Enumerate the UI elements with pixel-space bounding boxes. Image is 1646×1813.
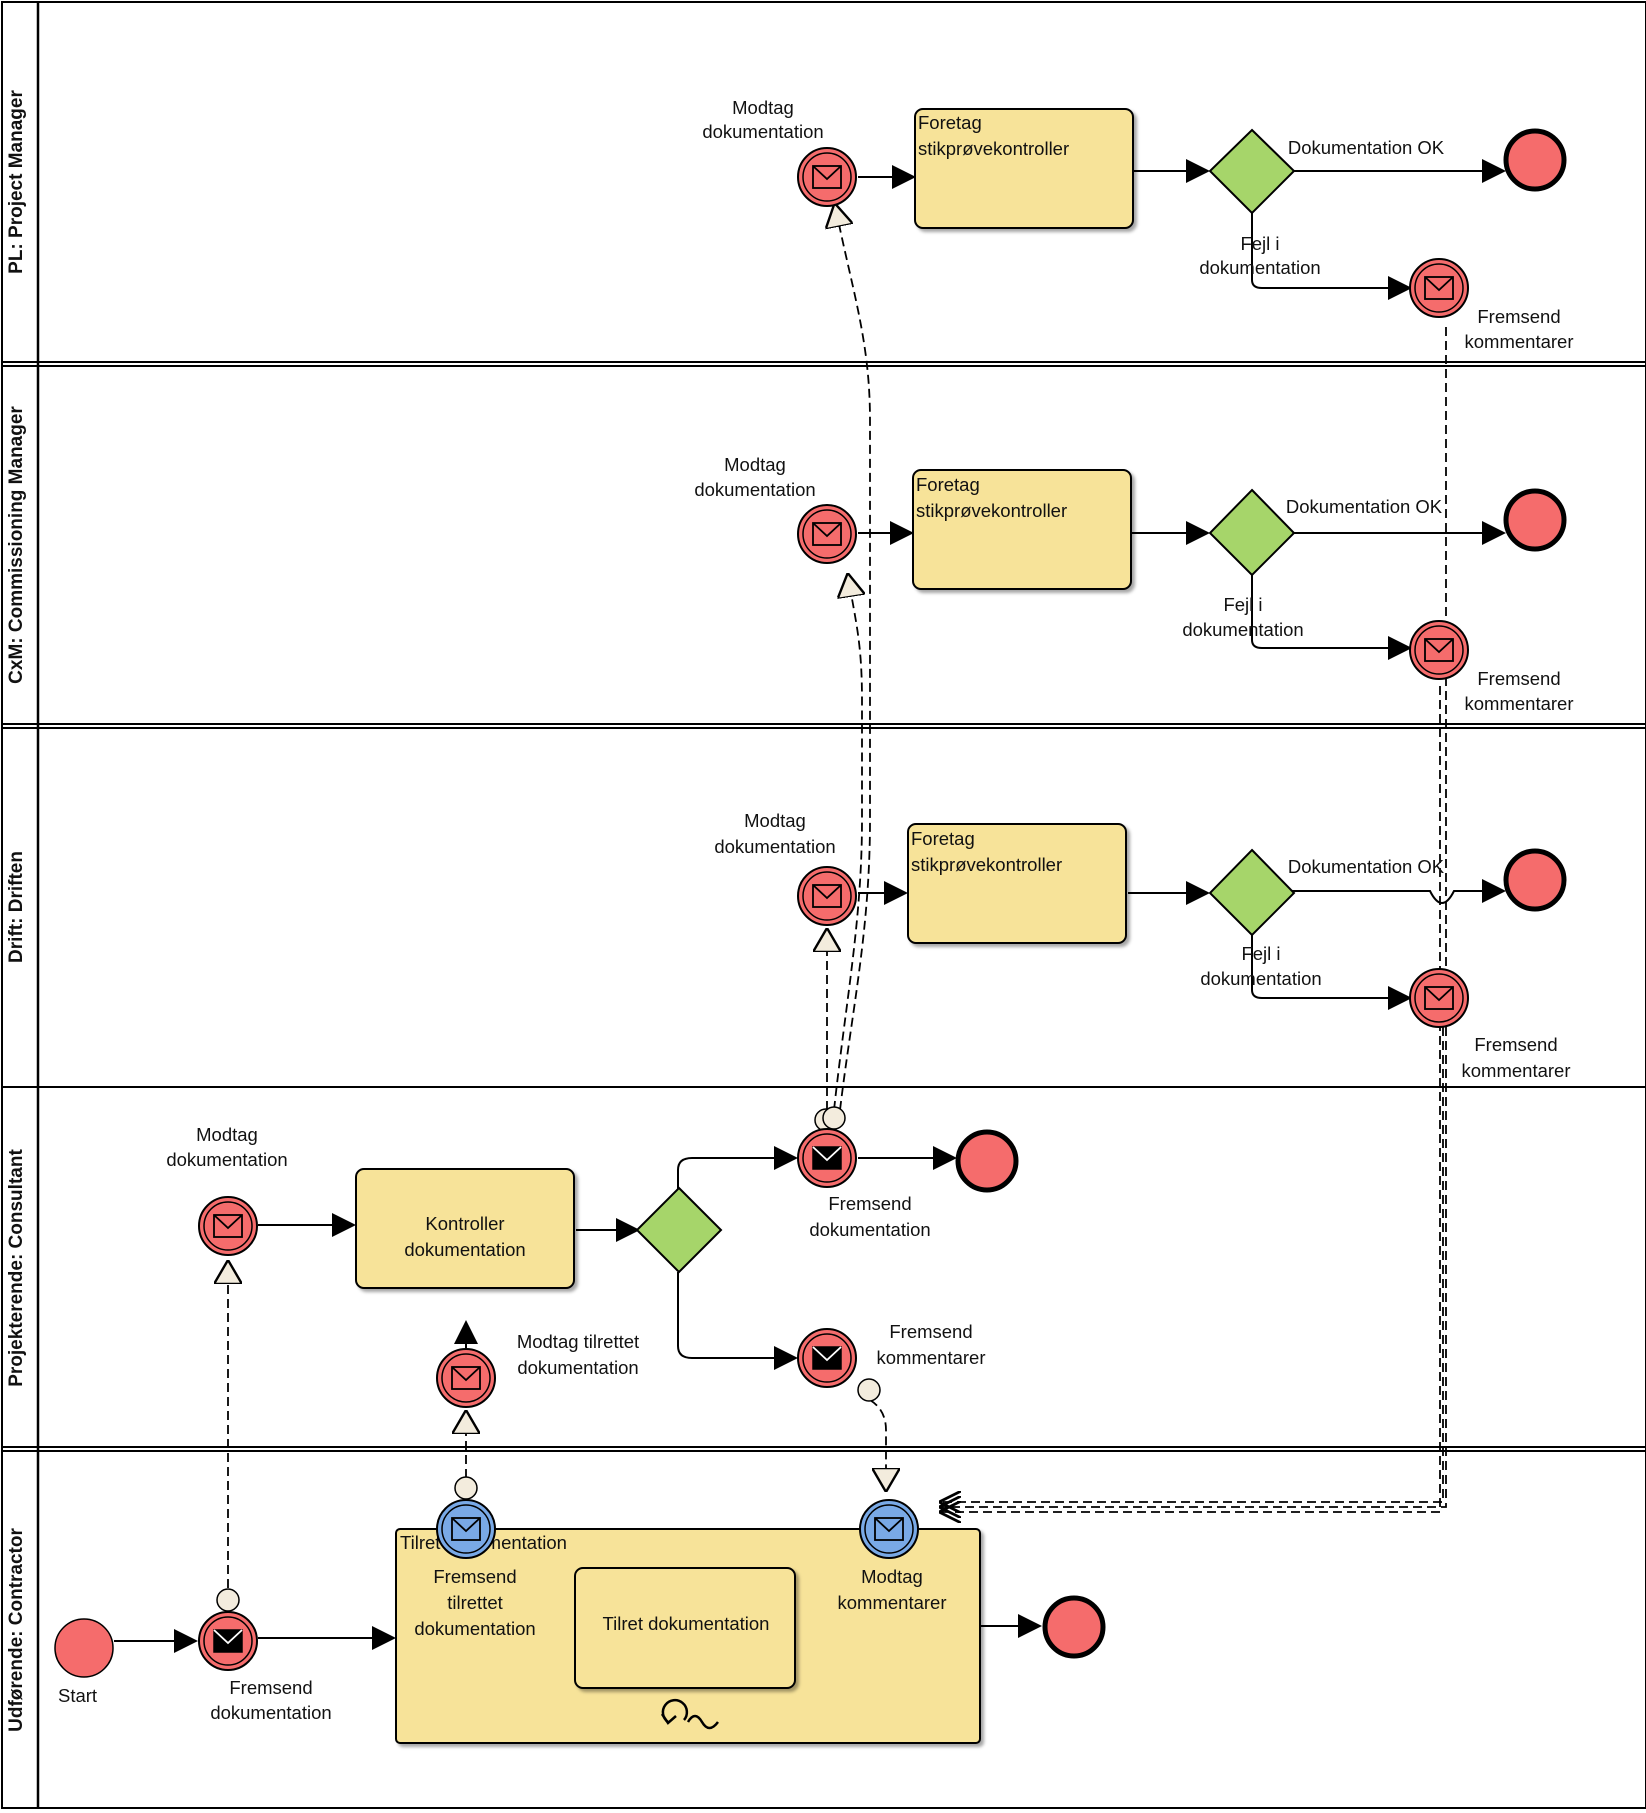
consultant-receive-label-1: Modtag xyxy=(196,1124,258,1145)
consultant-receive-adjusted-label-2: dokumentation xyxy=(517,1357,638,1378)
cxm-send-label-2: kommentarer xyxy=(1465,693,1574,714)
consultant-task-label-2: dokumentation xyxy=(404,1239,525,1260)
contractor-start-label: Start xyxy=(58,1685,97,1706)
cxm-ok-label: Dokumentation OK xyxy=(1286,496,1443,517)
cxm-error-label-1: Fejl i xyxy=(1223,594,1262,615)
cxm-send-event xyxy=(1409,620,1469,680)
cxm-task-label-2: stikprøvekontroller xyxy=(916,500,1067,521)
pl-ok-label: Dokumentation OK xyxy=(1288,137,1445,158)
cxm-receive-label-2: dokumentation xyxy=(694,479,815,500)
contractor-inner-task-label: Tilret dokumentation xyxy=(603,1613,770,1634)
drift-send-label-2: kommentarer xyxy=(1462,1060,1571,1081)
contractor-inner-task xyxy=(574,1567,796,1689)
consultant-send-doc-label-1: Fremsend xyxy=(828,1193,911,1214)
pl-error-label-2: dokumentation xyxy=(1199,257,1320,278)
lane-label-project-manager: PL: Project Manager xyxy=(6,90,27,274)
contractor-receive-comments-label-1: Modtag xyxy=(861,1566,923,1587)
lane-label-consultant: Projekterende: Consultant xyxy=(6,1149,27,1387)
contractor-receive-comments-label-2: kommentarer xyxy=(838,1592,947,1613)
consultant-task xyxy=(355,1168,575,1289)
cxm-error-label-2: dokumentation xyxy=(1182,619,1303,640)
cxm-end-event xyxy=(1503,488,1567,552)
drift-end-event xyxy=(1503,848,1567,912)
contractor-start-event xyxy=(54,1618,114,1678)
cxm-receive-event xyxy=(797,504,857,564)
drift-gateway xyxy=(1208,848,1296,937)
drift-error-label-1: Fejl i xyxy=(1241,943,1280,964)
drift-task xyxy=(907,823,1127,944)
contractor-send-doc-label-1: Fremsend xyxy=(229,1677,312,1698)
consultant-send-comments-event xyxy=(797,1328,857,1388)
pl-send-event xyxy=(1409,258,1469,318)
pl-receive-label-1: Modtag xyxy=(732,97,794,118)
drift-task-label-1: Foretag xyxy=(911,828,975,849)
cxm-gateway xyxy=(1208,488,1296,577)
contractor-send-adjusted-label-1: Fremsend xyxy=(433,1566,516,1587)
drift-error-label-2: dokumentation xyxy=(1200,968,1321,989)
loop-marker-icon xyxy=(660,1699,719,1730)
drift-receive-label-1: Modtag xyxy=(744,810,806,831)
pl-task-label-1: Foretag xyxy=(918,112,982,133)
consultant-send-doc-label-2: dokumentation xyxy=(809,1219,930,1240)
contractor-send-doc-label-2: dokumentation xyxy=(210,1702,331,1723)
consultant-task-label-1: Kontroller xyxy=(425,1213,504,1234)
pl-send-label-1: Fremsend xyxy=(1477,306,1560,327)
drift-receive-label-2: dokumentation xyxy=(714,836,835,857)
contractor-send-doc-event xyxy=(198,1611,258,1671)
cxm-send-label-1: Fremsend xyxy=(1477,668,1560,689)
cxm-task-label-1: Foretag xyxy=(916,474,980,495)
pl-task-label-2: stikprøvekontroller xyxy=(918,138,1069,159)
envelope-icon xyxy=(812,1346,842,1370)
consultant-receive-event xyxy=(198,1196,258,1256)
contractor-send-adjusted-label-2: tilrettet xyxy=(447,1592,503,1613)
cxm-receive-label-1: Modtag xyxy=(724,454,786,475)
pl-send-label-2: kommentarer xyxy=(1465,331,1574,352)
contractor-end-event xyxy=(1042,1595,1106,1659)
pl-task xyxy=(914,108,1134,229)
lane-label-contractor: Udførende: Contractor xyxy=(6,1528,27,1732)
envelope-icon xyxy=(812,1146,842,1170)
pl-gateway xyxy=(1208,128,1296,215)
lane-label-commissioning-manager: CxM: Commissioning Manager xyxy=(6,406,27,684)
contractor-receive-comments-event xyxy=(859,1499,919,1559)
consultant-send-comments-label-1: Fremsend xyxy=(889,1321,972,1342)
consultant-receive-label-2: dokumentation xyxy=(166,1149,287,1170)
sequence-flows xyxy=(114,159,1506,1653)
consultant-send-doc-event xyxy=(797,1128,857,1188)
consultant-gateway xyxy=(635,1186,723,1274)
pl-receive-event xyxy=(797,147,857,207)
drift-send-label-1: Fremsend xyxy=(1474,1034,1557,1055)
consultant-send-comments-label-2: kommentarer xyxy=(877,1347,986,1368)
drift-receive-event xyxy=(797,866,857,926)
envelope-icon xyxy=(213,1629,243,1653)
consultant-receive-adjusted-label-1: Modtag tilrettet xyxy=(517,1331,639,1352)
pl-end-event xyxy=(1503,128,1567,192)
drift-send-event xyxy=(1409,968,1469,1028)
consultant-end-event xyxy=(955,1129,1019,1193)
contractor-send-adjusted-label-3: dokumentation xyxy=(414,1618,535,1639)
cxm-task xyxy=(912,469,1132,590)
lane-label-driften: Drift: Driften xyxy=(6,851,27,963)
pl-error-label-1: Fejl i xyxy=(1240,233,1279,254)
drift-ok-label: Dokumentation OK xyxy=(1288,856,1445,877)
pl-receive-label-2: dokumentation xyxy=(702,121,823,142)
consultant-receive-adjusted-event xyxy=(436,1348,496,1408)
message-flows xyxy=(228,205,1447,1588)
contractor-send-adjusted-event xyxy=(436,1499,496,1559)
drift-task-label-2: stikprøvekontroller xyxy=(911,854,1062,875)
